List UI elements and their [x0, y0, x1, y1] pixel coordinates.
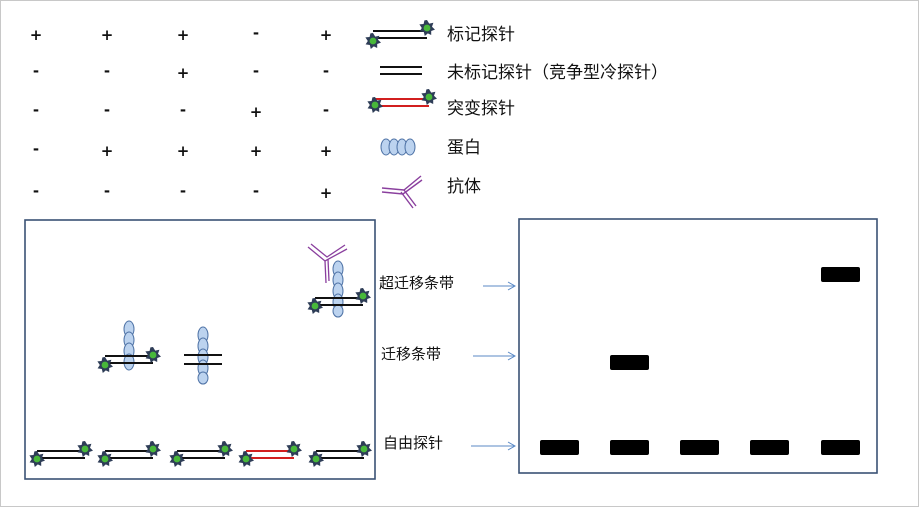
- matrix-cell-r5-c3: -: [180, 182, 186, 200]
- free-probe-lane-3: [169, 441, 233, 467]
- labeled-probe-label: 标记探针: [447, 25, 515, 45]
- matrix-cell-r5-c5: +: [320, 184, 333, 202]
- labeled-probe-legend-icon: [365, 20, 435, 49]
- free-band-lane-2: [610, 440, 649, 455]
- antibody-label: 抗体: [447, 177, 481, 197]
- antibody-legend-icon: [381, 175, 423, 209]
- probe-protein-complex: [97, 320, 161, 373]
- matrix-cell-r1-c3: +: [177, 26, 190, 44]
- supershift-complex: [307, 243, 371, 318]
- matrix-cell-r4-c4: +: [250, 142, 263, 160]
- cold-probe-protein-complex: [184, 326, 222, 385]
- gel-bands: [540, 267, 860, 455]
- free-probe-lane-1: [29, 441, 93, 467]
- protein-legend-icon: [380, 138, 416, 156]
- free-probe-lane-5: [308, 441, 372, 467]
- matrix-cell-r3-c1: -: [33, 101, 39, 119]
- matrix-cell-r2-c3: +: [177, 64, 190, 82]
- matrix-cell-r2-c4: -: [253, 62, 259, 80]
- matrix-cell-r2-c5: -: [323, 62, 329, 80]
- matrix-cell-r1-c2: +: [101, 26, 114, 44]
- matrix-cell-r3-c2: -: [104, 101, 110, 119]
- shift-band-lane-2: [610, 355, 649, 370]
- free-probe-lane-2: [97, 441, 161, 467]
- matrix-cell-r1-c4: -: [253, 24, 259, 42]
- band-labels: 超迁移条带 迁移条带 自由探针: [379, 274, 517, 452]
- shift-band-label: 迁移条带: [381, 345, 441, 363]
- matrix-cell-r3-c3: -: [180, 101, 186, 119]
- matrix-cell-r5-c1: -: [33, 182, 39, 200]
- matrix-cell-r4-c2: +: [101, 142, 114, 160]
- legend: 标记探针 未标记探针（竞争型冷探针） 突变探针 蛋白: [365, 20, 668, 209]
- matrix-cell-r4-c5: +: [320, 142, 333, 160]
- matrix-cell-r1-c1: +: [30, 26, 43, 44]
- free-band-lane-1: [540, 440, 579, 455]
- unlabeled-probe-legend-icon: [380, 66, 422, 75]
- sign-matrix: + + + - + - - + - - - - - + - - + + + + - - - - +: [30, 24, 333, 202]
- matrix-cell-r2-c1: -: [33, 62, 39, 80]
- free-probe-arrow: [471, 441, 517, 451]
- matrix-cell-r5-c4: -: [253, 182, 259, 200]
- free-probe-lane-4-mutant: [238, 441, 302, 467]
- matrix-cell-r3-c4: +: [250, 103, 263, 121]
- matrix-cell-r4-c1: -: [33, 140, 39, 158]
- supershift-band-lane-5: [821, 267, 860, 282]
- matrix-cell-r4-c3: +: [177, 142, 190, 160]
- mutant-probe-legend-icon: [367, 89, 437, 113]
- mutant-probe-label: 突变探针: [447, 99, 515, 119]
- free-probe-band-label: 自由探针: [383, 434, 443, 452]
- free-band-lane-3: [680, 440, 719, 455]
- free-band-lane-5: [821, 440, 860, 455]
- matrix-cell-r5-c2: -: [104, 182, 110, 200]
- schematic-panel: [24, 219, 376, 480]
- gel-panel: [518, 218, 878, 474]
- supershift-arrow: [483, 281, 517, 291]
- matrix-cell-r3-c5: -: [323, 101, 329, 119]
- protein-label: 蛋白: [447, 138, 481, 158]
- supershift-band-label: 超迁移条带: [379, 274, 454, 292]
- matrix-cell-r1-c5: +: [320, 26, 333, 44]
- free-band-lane-4: [750, 440, 789, 455]
- unlabeled-probe-label: 未标记探针（竞争型冷探针）: [447, 63, 668, 83]
- matrix-cell-r2-c2: -: [104, 62, 110, 80]
- shift-arrow: [473, 351, 517, 361]
